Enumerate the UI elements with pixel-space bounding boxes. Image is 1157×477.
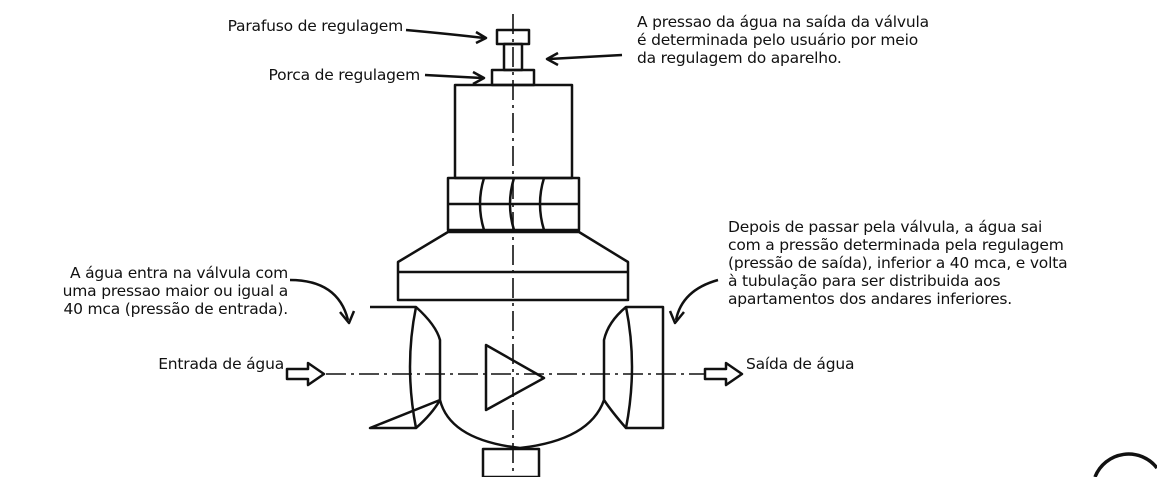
label-adjusting-screw: Parafuso de regulagem — [227, 17, 404, 35]
screw-callout-arrow — [405, 28, 485, 40]
user-note-callout-arrow — [548, 53, 623, 61]
label-water-outlet: Saída de água — [746, 355, 855, 373]
outlet-note-line-5: apartamentos dos andares inferiores. — [728, 290, 1013, 308]
inlet-note-line-1: A água entra na válvula com — [69, 264, 288, 282]
bottom-plug — [481, 447, 541, 477]
label-adjusting-nut: Porca de regulagem — [268, 66, 421, 84]
outlet-note-line-2: com a pressão determinada pela regulagem — [728, 236, 1064, 254]
inlet-note-line-2: uma pressao maior ou igual a — [62, 282, 289, 300]
outlet-flow-arrow — [703, 361, 744, 387]
outlet-note-line-3: (pressão de saída), inferior a 40 mca, e… — [728, 254, 1068, 272]
inlet-flow-arrow — [285, 361, 326, 387]
inlet-callout-arrow — [289, 278, 350, 321]
outlet-note-line-1: Depois de passar pela válvula, a água sa… — [728, 218, 1043, 236]
valve-flange — [396, 230, 630, 302]
inlet-note-line-3: 40 mca (pressão de entrada). — [63, 300, 288, 318]
corner-circle — [1093, 452, 1157, 477]
user-note-line-2: é determinada pelo usuário por meio — [637, 31, 918, 49]
label-inlet-note: A água entra na válvula com uma pressao … — [0, 264, 289, 318]
label-user-pressure-note: A pressao da água na saída da válvula é … — [637, 13, 929, 67]
nut-callout-arrow — [424, 73, 483, 80]
user-note-line-1: A pressao da água na saída da válvula — [637, 13, 929, 31]
label-water-inlet: Entrada de água — [158, 355, 284, 373]
user-note-line-3: da regulagem do aparelho. — [637, 49, 842, 67]
flow-direction-icon — [484, 343, 546, 412]
valve-body — [368, 305, 665, 450]
outlet-note-line-4: à tubulação para ser distribuida aos — [728, 272, 1001, 290]
outlet-callout-arrow — [674, 278, 719, 321]
label-outlet-note: Depois de passar pela válvula, a água sa… — [728, 218, 1068, 308]
